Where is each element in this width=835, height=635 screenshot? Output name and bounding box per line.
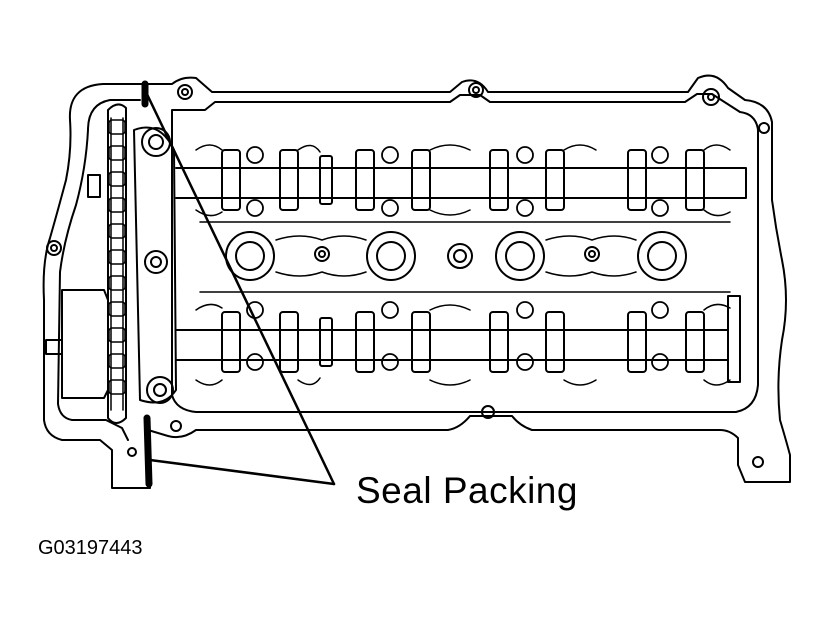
cylinder-head-inner-rim — [171, 93, 759, 413]
timing-cover-inner — [57, 99, 141, 441]
timing-cover-outline — [42, 83, 151, 489]
cylinder-head-outline — [144, 74, 791, 483]
seal-packing-callout-label: Seal Packing — [356, 470, 578, 511]
figure-id-label: G03197443 — [38, 537, 143, 559]
